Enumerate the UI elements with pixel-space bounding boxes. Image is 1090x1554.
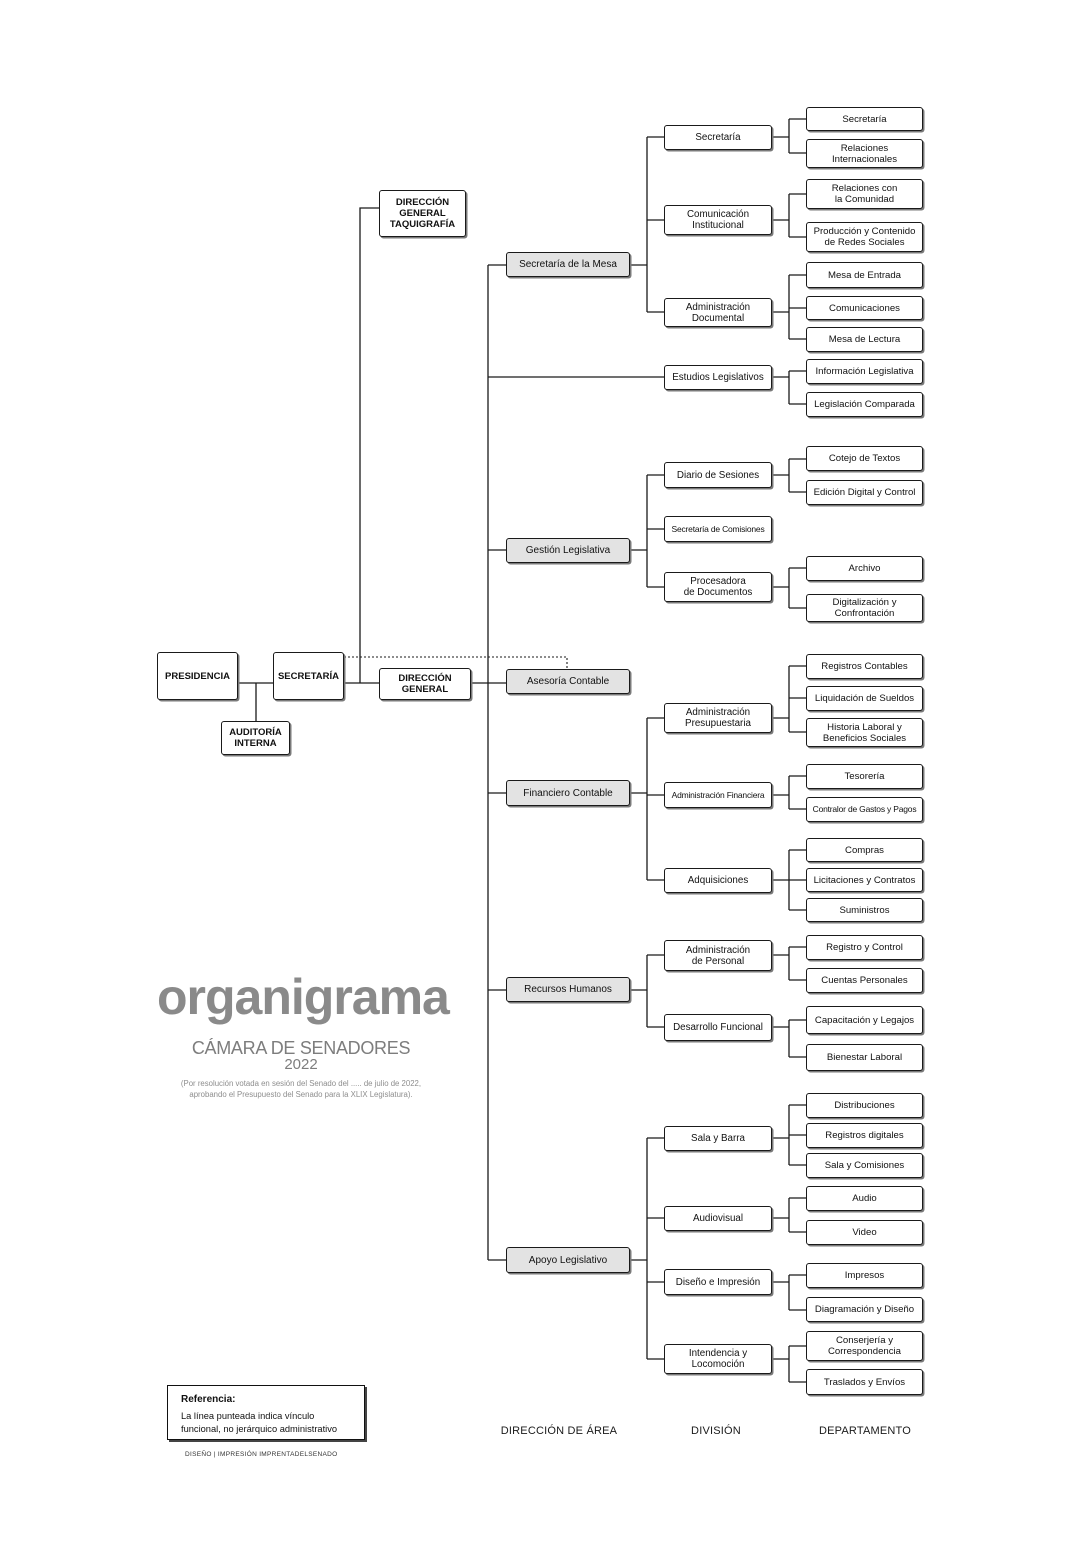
division-box-comunicacion-institucional: Comunicación Institucional: [664, 205, 772, 235]
box-direccion-general: DIRECCIÓN GENERAL: [379, 668, 471, 700]
department-box-relaciones-internacionales: Relaciones Internacionales: [806, 139, 923, 168]
department-box-archivo: Archivo: [806, 556, 923, 581]
connector-top-level: [238, 207, 506, 721]
page-year: 2022: [284, 1056, 318, 1073]
department-box-bienestar-laboral: Bienestar Laboral: [806, 1044, 923, 1071]
connector-divisions-to-departments: [772, 118, 806, 1383]
department-box-historia-laboral: Historia Laboral y Beneficios Sociales: [806, 718, 923, 747]
column-header-department: DEPARTAMENTO: [818, 1425, 912, 1437]
department-box-audio: Audio: [806, 1186, 923, 1211]
box-secretaria: SECRETARÍA: [273, 652, 344, 700]
division-box-secretaria-de-comisiones: Secretaría de Comisiones: [664, 516, 772, 542]
column-header-area: DIRECCIÓN DE ÁREA: [500, 1425, 618, 1437]
department-box-licitaciones-y-contratos: Licitaciones y Contratos: [806, 868, 923, 892]
department-box-produccion-y-contenido: Producción y Contenido de Redes Sociales: [806, 222, 923, 252]
division-box-diario-de-sesiones: Diario de Sesiones: [664, 462, 772, 488]
department-box-informacion-legislativa: Información Legislativa: [806, 359, 923, 384]
department-box-cuentas-personales: Cuentas Personales: [806, 968, 923, 993]
division-box-administracion-de-personal: Administración de Personal: [664, 940, 772, 971]
department-box-relaciones-con-la-comunidad: Relaciones con la Comunidad: [806, 179, 923, 209]
division-box-procesadora-de-documentos: Procesadora de Documentos: [664, 572, 772, 602]
footer-credit: DISEÑO | IMPRESIÓN IMPRENTADELSENADO: [185, 1451, 338, 1458]
division-box-administracion-documental: Administración Documental: [664, 298, 772, 327]
division-box-audiovisual: Audiovisual: [664, 1206, 772, 1231]
box-auditoria-interna: AUDITORÍA INTERNA: [221, 721, 290, 755]
division-box-estudios-legislativos: Estudios Legislativos: [664, 365, 772, 390]
division-box-administracion-presupuestaria: Administración Presupuestaria: [664, 703, 772, 733]
division-box-adquisiciones: Adquisiciones: [664, 868, 772, 893]
division-box-administracion-financiera: Administración Financiera: [664, 782, 772, 808]
department-box-traslados-y-envios: Traslados y Envíos: [806, 1369, 923, 1395]
department-box-comunicaciones: Comunicaciones: [806, 296, 923, 320]
department-box-registros-contables: Registros Contables: [806, 654, 923, 679]
area-box-asesoria-contable: Asesoría Contable: [506, 669, 630, 694]
department-box-compras: Compras: [806, 838, 923, 862]
department-box-conserjeria-y-correspondencia: Conserjería y Correspondencia: [806, 1331, 923, 1361]
department-box-liquidacion-de-sueldos: Liquidación de Sueldos: [806, 686, 923, 711]
department-box-diagramacion-y-diseno: Diagramación y Diseño: [806, 1297, 923, 1322]
box-direccion-general-taquigrafia: DIRECCIÓN GENERAL TAQUIGRAFÍA: [379, 190, 466, 237]
resolution-note: (Por resolución votada en sesión del Sen…: [180, 1079, 422, 1099]
department-box-registros-digitales: Registros digitales: [806, 1123, 923, 1148]
department-box-tesoreria: Tesorería: [806, 764, 923, 789]
reference-title: Referencia:: [181, 1394, 236, 1405]
division-box-sala-y-barra: Sala y Barra: [664, 1126, 772, 1151]
page-title: organigrama: [157, 969, 450, 1025]
division-box-desarrollo-funcional: Desarrollo Funcional: [664, 1014, 772, 1041]
area-box-gestion-legislativa: Gestión Legislativa: [506, 538, 630, 563]
division-box-intendencia-y-locomocion: Intendencia y Locomoción: [664, 1344, 772, 1374]
reference-text: La línea punteada indica vínculo funcion…: [181, 1411, 338, 1434]
department-box-sala-y-comisiones: Sala y Comisiones: [806, 1153, 923, 1178]
department-box-secretaria: Secretaría: [806, 107, 923, 131]
column-header-division: DIVISIÓN: [691, 1425, 741, 1437]
department-box-video: Video: [806, 1220, 923, 1245]
area-box-financiero-contable: Financiero Contable: [506, 780, 630, 806]
department-box-digitalizacion-y-confrontacion: Digitalización y Confrontación: [806, 594, 923, 622]
department-box-mesa-de-lectura: Mesa de Lectura: [806, 327, 923, 352]
division-box-secretaria: Secretaría: [664, 125, 772, 150]
department-box-edicion-digital-y-control: Edición Digital y Control: [806, 480, 923, 505]
connector-areas-to-divisions: [630, 136, 664, 1360]
department-box-cotejo-de-textos: Cotejo de Textos: [806, 446, 923, 471]
reference-legend: Referencia: La línea punteada indica vín…: [167, 1385, 365, 1440]
department-box-legislacion-comparada: Legislación Comparada: [806, 392, 923, 417]
department-box-impresos: Impresos: [806, 1263, 923, 1288]
area-box-secretaria-de-la-mesa: Secretaría de la Mesa: [506, 252, 630, 277]
department-box-contralor-de-gastos-y-pagos: Contralor de Gastos y Pagos: [806, 797, 923, 822]
page-subtitle: CÁMARA DE SENADORES: [191, 1038, 411, 1058]
department-box-suministros: Suministros: [806, 898, 923, 922]
department-box-capacitacion-y-legajos: Capacitación y Legajos: [806, 1006, 923, 1034]
division-box-diseno-e-impresion: Diseño e Impresión: [664, 1269, 772, 1295]
area-box-apoyo-legislativo: Apoyo Legislativo: [506, 1247, 630, 1273]
department-box-distribuciones: Distribuciones: [806, 1093, 923, 1118]
department-box-mesa-de-entrada: Mesa de Entrada: [806, 262, 923, 288]
box-presidencia: PRESIDENCIA: [157, 652, 238, 700]
area-box-recursos-humanos: Recursos Humanos: [506, 977, 630, 1002]
connector-main-trunk: [487, 264, 664, 1261]
department-box-registro-y-control: Registro y Control: [806, 935, 923, 960]
